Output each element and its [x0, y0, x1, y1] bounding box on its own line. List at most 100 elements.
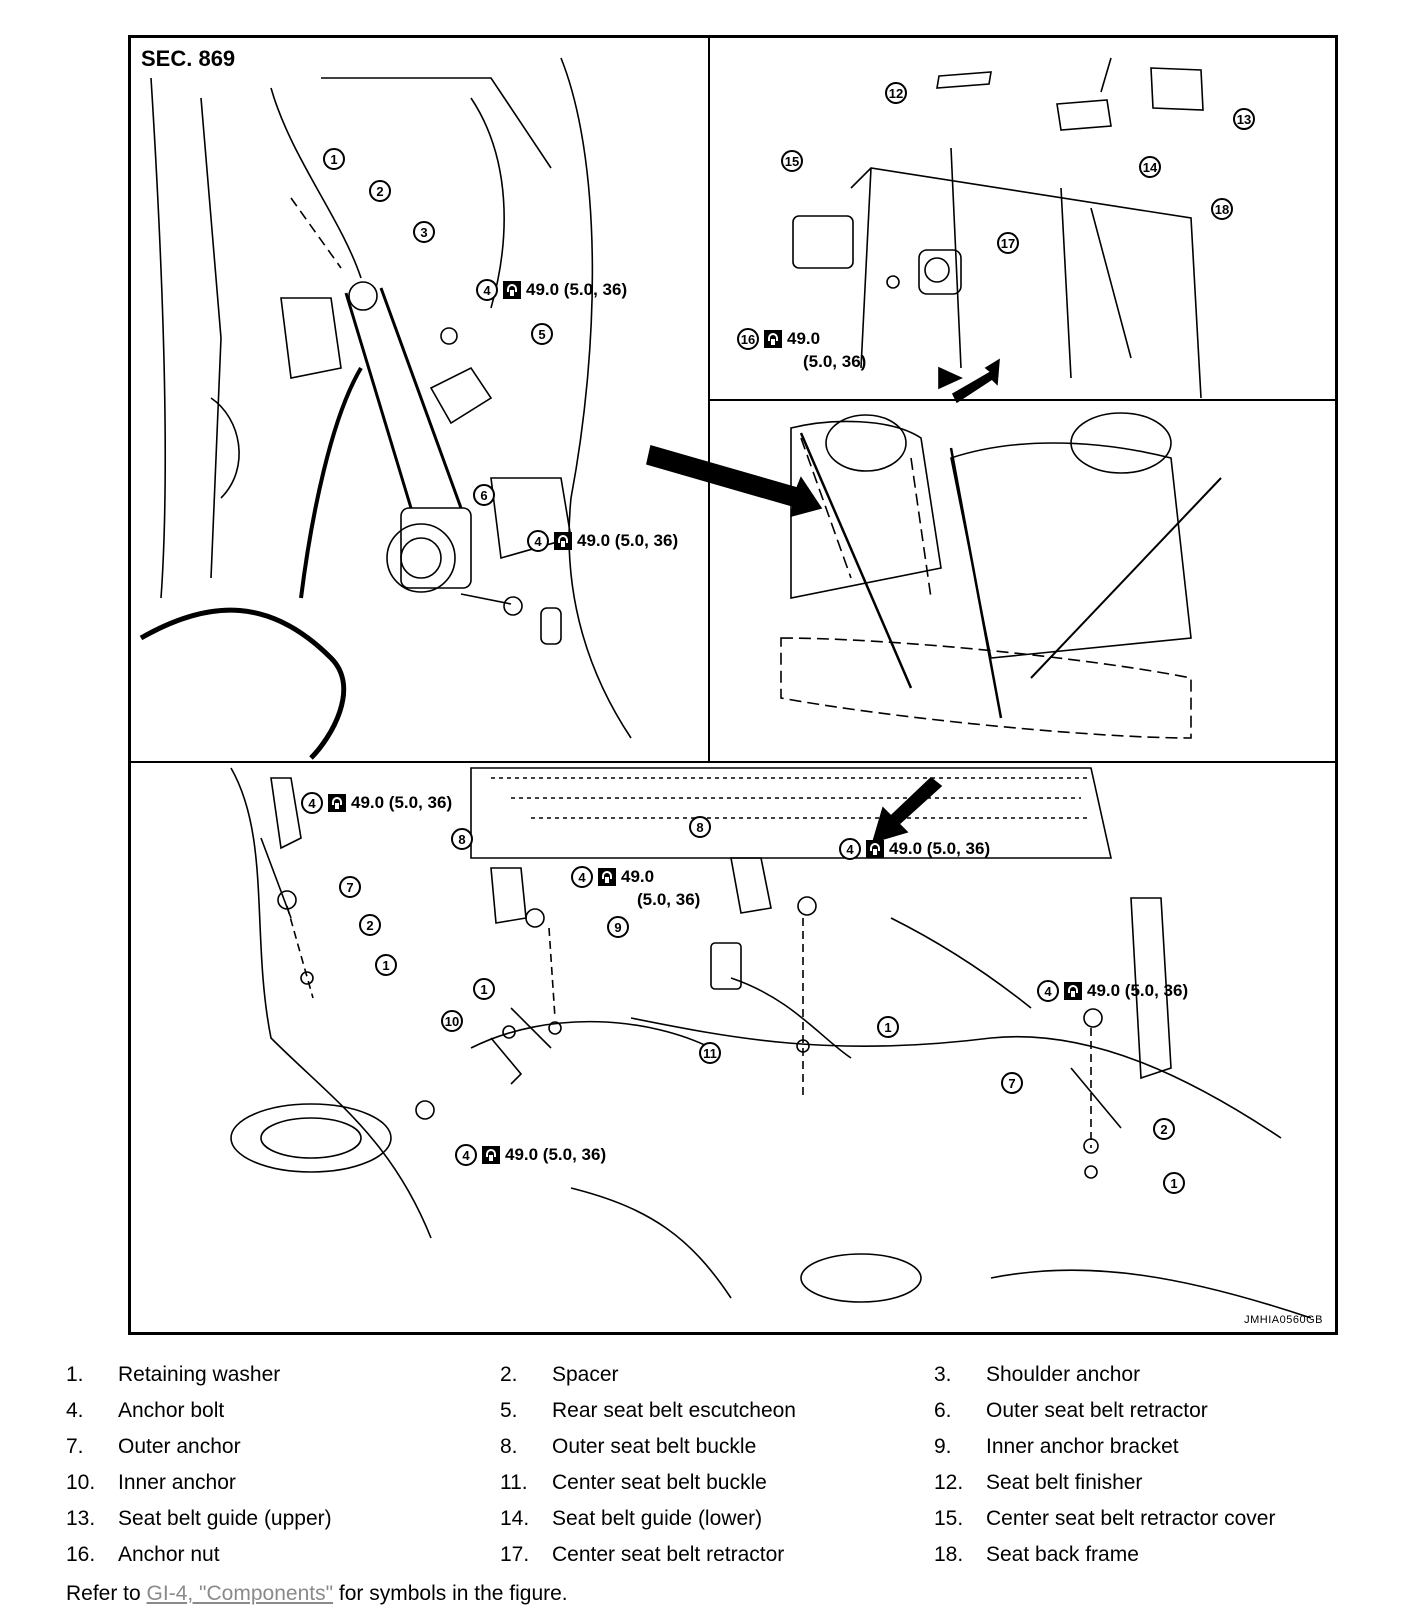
callout-number: 5 [531, 323, 553, 345]
torque-value: 49.0 [787, 329, 821, 348]
legend-label: Inner anchor bracket [986, 1435, 1179, 1458]
legend-number: 7. [66, 1435, 84, 1458]
callout-number: 10 [441, 1010, 463, 1032]
legend-item: 14. Seat belt guide (lower) [500, 1506, 934, 1532]
callout-13: 13 [1233, 108, 1255, 130]
callout-15: 15 [781, 150, 803, 172]
legend-number: 6. [934, 1399, 952, 1422]
legend-item: 1. Retaining washer [66, 1362, 500, 1388]
callout-number: 7 [1001, 1072, 1023, 1094]
callout-10: 10 [441, 1010, 463, 1032]
legend-number: 13. [66, 1507, 96, 1530]
legend-label: Shoulder anchor [986, 1363, 1141, 1386]
components-link[interactable]: GI-4, "Components" [146, 1582, 334, 1605]
callout-number: 1 [1163, 1172, 1185, 1194]
legend-number: 2. [500, 1363, 518, 1386]
legend-number: 3. [934, 1363, 952, 1386]
legend-label: Center seat belt retractor cover [986, 1507, 1276, 1530]
legend-item: 4. Anchor bolt [66, 1398, 500, 1424]
torque-wrench-icon [503, 281, 521, 299]
callout-1: 1 [375, 954, 397, 976]
callout-1: 1 [473, 978, 495, 1000]
legend-item: 13. Seat belt guide (upper) [66, 1506, 500, 1532]
legend-label: Inner anchor [118, 1471, 236, 1494]
legend-label: Anchor bolt [118, 1399, 225, 1422]
legend-label: Spacer [552, 1363, 619, 1386]
legend-item: 16.Anchor nut [66, 1542, 500, 1568]
torque-wrench-icon [482, 1146, 500, 1164]
legend-label: Retaining washer [118, 1363, 281, 1386]
callout-number: 2 [359, 914, 381, 936]
legend-item: 9. Inner anchor bracket [934, 1434, 1356, 1460]
callout-number: 4 [301, 792, 323, 814]
callout-5: 5 [531, 323, 553, 345]
callout-number: 13 [1233, 108, 1255, 130]
figure-code: JMHIA0560GB [1244, 1314, 1323, 1326]
legend-label: Seat belt guide (upper) [118, 1507, 332, 1530]
legend-label: Seat back frame [986, 1543, 1139, 1566]
callout-number: 3 [413, 221, 435, 243]
torque-value: 49.0 (5.0, 36) [889, 839, 991, 858]
callout-number: 8 [451, 828, 473, 850]
callout-7: 7 [1001, 1072, 1023, 1094]
callout-number: 4 [571, 866, 593, 888]
callout-14: 14 [1139, 156, 1161, 178]
callout-number: 8 [689, 816, 711, 838]
refer-suffix: for symbols in the figure. [333, 1582, 568, 1605]
legend-number: 10. [66, 1471, 96, 1494]
legend-label: Center seat belt retractor [552, 1543, 785, 1566]
callout-8: 8 [689, 816, 711, 838]
legend-item: 7.Outer anchor [66, 1434, 500, 1460]
legend-number: 1. [66, 1363, 84, 1386]
torque-wrench-icon [598, 868, 616, 886]
callout-2: 2 [359, 914, 381, 936]
legend-item: 18.Seat back frame [934, 1542, 1356, 1568]
torque-value: 49.0 (5.0, 36) [526, 280, 628, 299]
callout-9: 9 [607, 916, 629, 938]
callout-number: 16 [737, 328, 759, 350]
callout-17: 17 [997, 232, 1019, 254]
callout-number: 4 [839, 838, 861, 860]
legend-item: 15.Center seat belt retractor cover [934, 1506, 1356, 1532]
callout-1: 1 [1163, 1172, 1185, 1194]
callout-2: 2 [369, 180, 391, 202]
parts-legend: 1. Retaining washer 2. Spacer 3. Shoulder a… [66, 1362, 1356, 1568]
legend-item: 5.Rear seat belt escutcheon [500, 1398, 934, 1424]
torque-wrench-icon [866, 840, 884, 858]
torque-value: (5.0, 36) [803, 352, 867, 371]
legend-number: 9. [934, 1435, 952, 1458]
torque-wrench-icon [554, 532, 572, 550]
legend-item: 2. Spacer [500, 1362, 934, 1388]
legend-label: Outer seat belt retractor [986, 1399, 1208, 1422]
callout-1: 1 [323, 148, 345, 170]
legend-number: 14. [500, 1507, 530, 1530]
legend-item: 3. Shoulder anchor [934, 1362, 1356, 1388]
callout-2: 2 [1153, 1118, 1175, 1140]
callout-16-torque: 16 49.0 [737, 328, 820, 350]
callout-number: 4 [527, 530, 549, 552]
callout-number: 1 [375, 954, 397, 976]
callout-number: 1 [877, 1016, 899, 1038]
legend-number: 17. [500, 1543, 530, 1566]
callout-number: 9 [607, 916, 629, 938]
legend-item: 8.Outer seat belt buckle [500, 1434, 934, 1460]
torque-wrench-icon [1064, 982, 1082, 1000]
callout-4-torque: 4 49.0 (5.0, 36) [839, 838, 990, 860]
legend-item: 11.Center seat belt buckle [500, 1470, 934, 1496]
legend-item: 6. Outer seat belt retractor [934, 1398, 1356, 1424]
callout-number: 18 [1211, 198, 1233, 220]
legend-number: 4. [66, 1399, 84, 1422]
legend-label: Seat belt guide (lower) [552, 1507, 763, 1530]
refer-prefix: Refer to [66, 1582, 147, 1605]
torque-value: 49.0 [621, 867, 655, 886]
diagram-linework [131, 38, 1335, 1319]
legend-label: Seat belt finisher [986, 1471, 1143, 1494]
callout-number: 6 [473, 484, 495, 506]
callout-6: 6 [473, 484, 495, 506]
callout-number: 2 [1153, 1118, 1175, 1140]
